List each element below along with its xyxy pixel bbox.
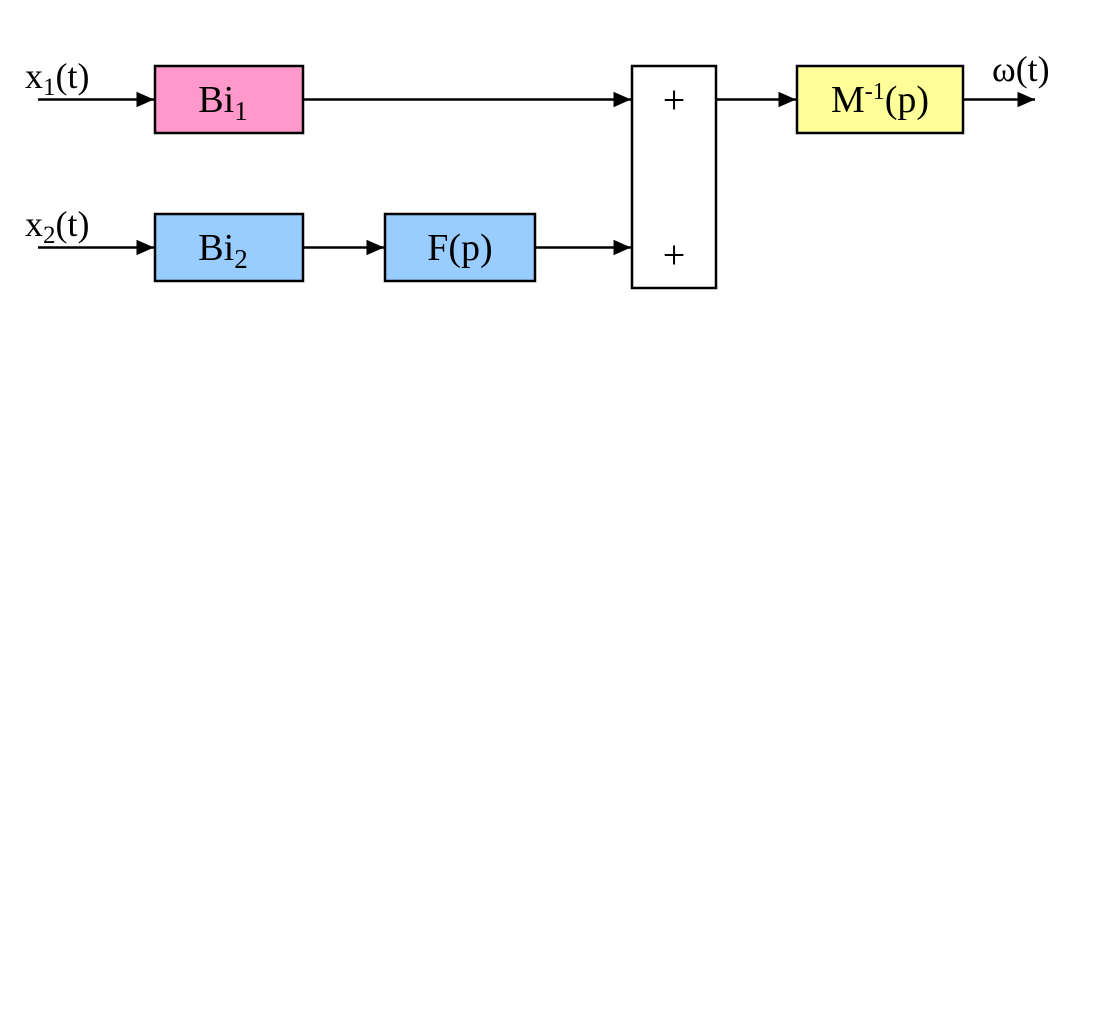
block-m-inverse-superscript: -1 [865,79,885,105]
input-x1-suffix: (t) [56,56,90,96]
block-m-inverse-label: M-1(p) [831,79,929,121]
input-x2-label: x2(t) [25,204,89,249]
output-label: ω(t) [992,49,1050,89]
block-fp [383,212,537,283]
block-bi2-base: Bi [198,227,234,269]
block-bi1-base: Bi [198,79,234,121]
summator-plus-top: + [663,78,686,123]
input-x1-base: x [25,56,43,96]
block-m-inverse [795,64,965,135]
block-bi1-label: Bi1 [198,79,247,126]
block-bi2 [153,212,305,283]
block-m-inverse-base: M [831,79,865,121]
input-x1-subscript: 1 [43,74,56,101]
block-bi1-subscript: 1 [234,96,248,126]
input-x2-base: x [25,204,43,244]
block-m-inverse-suffix: (p) [885,79,929,121]
input-x1-label: x1(t) [25,56,89,101]
block-bi2-subscript: 2 [234,244,248,274]
input-x2-suffix: (t) [56,204,90,244]
block-fp-label: F(p) [427,227,492,269]
summator-plus-bottom: + [663,233,686,278]
block-summator [630,64,718,290]
input-x2-subscript: 2 [43,222,56,249]
block-bi2-label: Bi2 [198,227,247,274]
